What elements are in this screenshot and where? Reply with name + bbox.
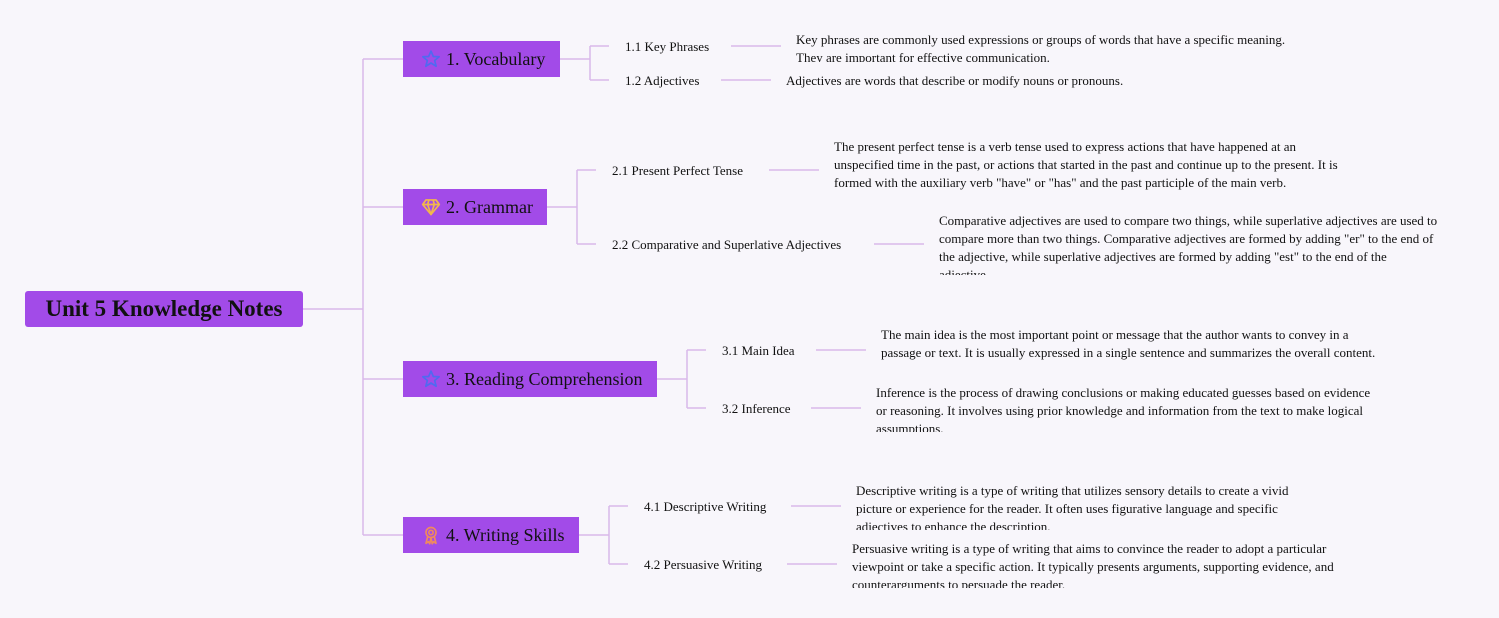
desc-present-perfect: The present perfect tense is a verb tens…	[834, 139, 1338, 190]
sub-key-phrases[interactable]: 1.1 Key Phrases	[625, 39, 710, 54]
sub-adjectives[interactable]: 1.2 Adjectives	[625, 73, 700, 88]
sub-main-idea[interactable]: 3.1 Main Idea	[722, 343, 795, 358]
branch-label: 2. Grammar	[446, 196, 533, 217]
sub-present-perfect[interactable]: 2.1 Present Perfect Tense	[612, 163, 743, 178]
sub-descriptive-writing[interactable]: 4.1 Descriptive Writing	[644, 499, 767, 514]
star-icon	[421, 49, 441, 69]
sub-inference[interactable]: 3.2 Inference	[722, 401, 791, 416]
star-icon	[421, 369, 441, 389]
root-node[interactable]: Unit 5 Knowledge Notes	[25, 291, 303, 327]
desc-adjectives: Adjectives are words that describe or mo…	[786, 73, 1124, 88]
desc-descriptive-writing: Descriptive writing is a type of writing…	[856, 483, 1289, 530]
desc-inference: Inference is the process of drawing conc…	[876, 385, 1371, 432]
branch-writing-skills[interactable]: 4. Writing Skills	[403, 517, 579, 553]
branch-label: 3. Reading Comprehension	[446, 368, 643, 389]
diamond-icon	[421, 197, 441, 217]
desc-key-phrases: Key phrases are commonly used expression…	[796, 32, 1286, 62]
sub-comparative-superlative[interactable]: 2.2 Comparative and Superlative Adjectiv…	[612, 237, 842, 252]
desc-main-idea: The main idea is the most important poin…	[881, 327, 1376, 360]
desc-persuasive-writing: Persuasive writing is a type of writing …	[852, 541, 1334, 588]
root-label: Unit 5 Knowledge Notes	[45, 296, 283, 321]
branch-vocabulary[interactable]: 1. Vocabulary	[403, 41, 560, 77]
branch-reading-comprehension[interactable]: 3. Reading Comprehension	[403, 361, 657, 397]
desc-comparative-superlative: Comparative adjectives are used to compa…	[939, 213, 1438, 275]
branch-label: 4. Writing Skills	[446, 524, 565, 545]
branch-grammar[interactable]: 2. Grammar	[403, 189, 547, 225]
medal-icon	[421, 525, 441, 545]
branch-label: 1. Vocabulary	[446, 48, 546, 69]
sub-persuasive-writing[interactable]: 4.2 Persuasive Writing	[644, 557, 763, 572]
